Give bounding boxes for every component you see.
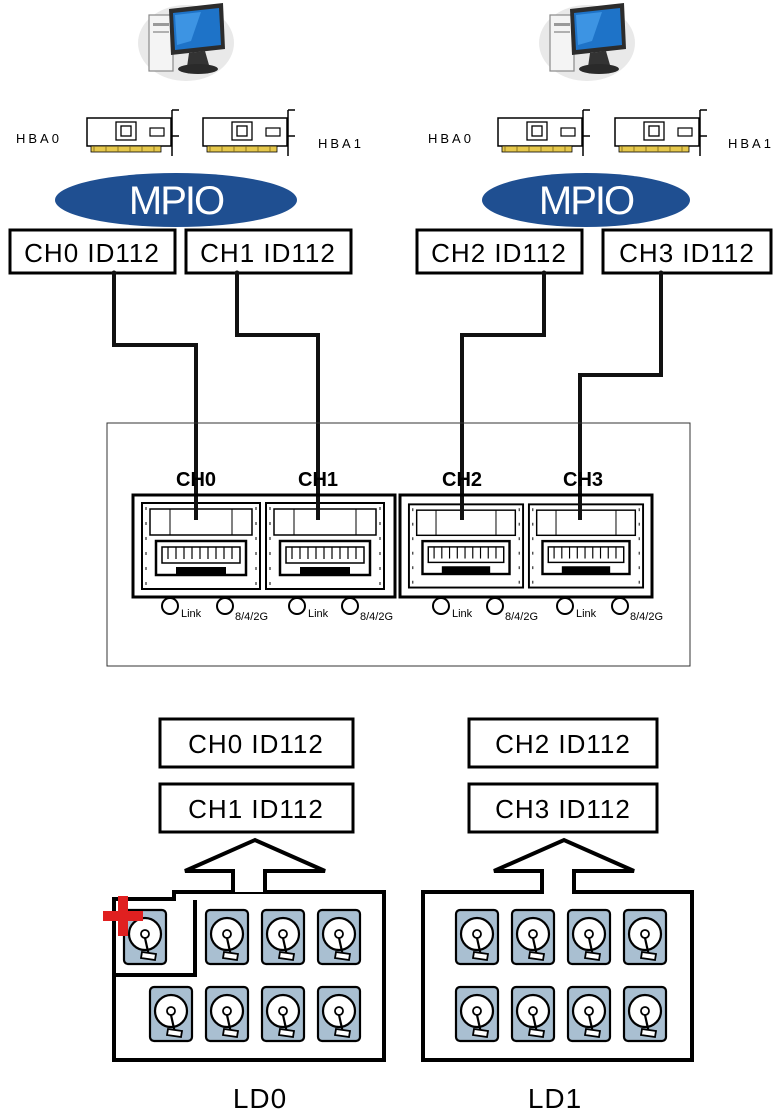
disk-icon <box>204 985 250 1043</box>
disk-icon <box>622 908 668 966</box>
cable-ch0 <box>112 273 198 520</box>
hba-card-icon <box>497 109 591 157</box>
mapping-box <box>158 782 355 834</box>
cable-ch2 <box>460 273 546 520</box>
hba-card-icon <box>86 109 180 157</box>
controller-frame <box>106 422 691 667</box>
mpio-label: MPIO <box>539 179 634 223</box>
led-link-label: Link <box>452 608 473 620</box>
port-label: CH0 <box>176 469 216 491</box>
port-group-left <box>131 493 397 599</box>
link-led-icon <box>161 597 179 615</box>
mapping-label: CH3 ID112 <box>495 794 631 824</box>
mpio-badge <box>55 173 297 227</box>
fibre-cables <box>112 273 663 520</box>
port-label: CH3 <box>563 469 603 491</box>
host-1: HBA0 HBA1 MPIO CH2 ID112 CH3 ID112 <box>415 2 774 275</box>
mpio-label: MPIO <box>129 179 224 223</box>
cable-ends <box>111 270 664 276</box>
port-label: CH2 <box>442 469 482 491</box>
disk-icon <box>148 985 194 1043</box>
cable-ch1 <box>235 273 320 520</box>
speed-led-icon <box>611 597 629 615</box>
led-speed-label: 8/4/2G <box>360 611 393 623</box>
mapping-box <box>467 782 659 834</box>
ld-label: LD0 <box>233 1083 287 1114</box>
mapping-box <box>467 717 659 769</box>
hba-right-label: HBA1 <box>728 136 774 151</box>
channel-box <box>8 228 177 275</box>
disk-icon <box>622 985 668 1043</box>
computer-icon <box>538 2 636 82</box>
disk-icon <box>316 908 362 966</box>
channel-box <box>601 228 773 275</box>
mapping-label: CH2 ID112 <box>495 729 631 759</box>
sfp-port-ch1 <box>264 501 386 591</box>
hba-card-icon <box>202 109 296 157</box>
mapping-label: CH1 ID112 <box>188 794 324 824</box>
link-led-icon <box>432 597 450 615</box>
led-link-label: Link <box>181 608 202 620</box>
cable-ch3 <box>578 273 663 520</box>
channel-label: CH0 ID112 <box>24 238 160 268</box>
disk-icon <box>260 985 306 1043</box>
logical-drive-1: CH2 ID112 CH3 ID112 LD1 <box>421 717 694 1114</box>
disk-icon <box>454 908 500 966</box>
up-arrow-icon <box>174 837 384 894</box>
led-link-label: Link <box>576 608 597 620</box>
channel-box <box>415 228 584 275</box>
led-speed-label: 8/4/2G <box>630 611 663 623</box>
disk-icon <box>566 908 612 966</box>
disk-icon <box>566 985 612 1043</box>
mapping-label: CH0 ID112 <box>188 729 324 759</box>
controller-panel: CH0 CH1 CH2 CH3 Link 8/4/2G Link 8/4/2G … <box>106 422 691 667</box>
hba-card-icon <box>614 109 708 157</box>
led-link-label: Link <box>308 608 329 620</box>
disk-icon <box>510 985 556 1043</box>
hba-left-label: HBA0 <box>428 131 474 146</box>
logical-drive-0: CH0 ID112 CH1 ID112 LD0 <box>103 717 386 1114</box>
disk-icon <box>260 908 306 966</box>
speed-led-icon <box>341 597 359 615</box>
hba-right-label: HBA1 <box>318 136 364 151</box>
sfp-port-ch0 <box>140 501 262 591</box>
speed-led-icon <box>216 597 234 615</box>
led-speed-label: 8/4/2G <box>235 611 268 623</box>
port-label: CH1 <box>298 469 338 491</box>
channel-label: CH1 ID112 <box>200 238 336 268</box>
channel-box <box>184 228 353 275</box>
host-0: HBA0 HBA1 MPIO CH0 ID112 CH1 ID112 <box>8 2 364 275</box>
computer-icon <box>137 2 235 82</box>
disk-icon <box>316 985 362 1043</box>
led-speed-label: 8/4/2G <box>505 611 538 623</box>
sfp-port-ch2 <box>407 503 525 589</box>
link-led-icon <box>288 597 306 615</box>
channel-label: CH2 ID112 <box>431 238 567 268</box>
ld-label: LD1 <box>528 1083 582 1114</box>
link-led-icon <box>556 597 574 615</box>
sfp-port-ch3 <box>527 503 645 589</box>
hba-left-label: HBA0 <box>16 131 62 146</box>
disk-icon <box>454 985 500 1043</box>
mpio-badge <box>482 173 690 227</box>
port-group-right <box>398 493 654 599</box>
spare-cross-icon <box>103 896 143 936</box>
mapping-box <box>158 717 355 769</box>
speed-led-icon <box>486 597 504 615</box>
disk-icon <box>510 908 556 966</box>
channel-label: CH3 ID112 <box>619 238 755 268</box>
disk-icon <box>204 908 250 966</box>
